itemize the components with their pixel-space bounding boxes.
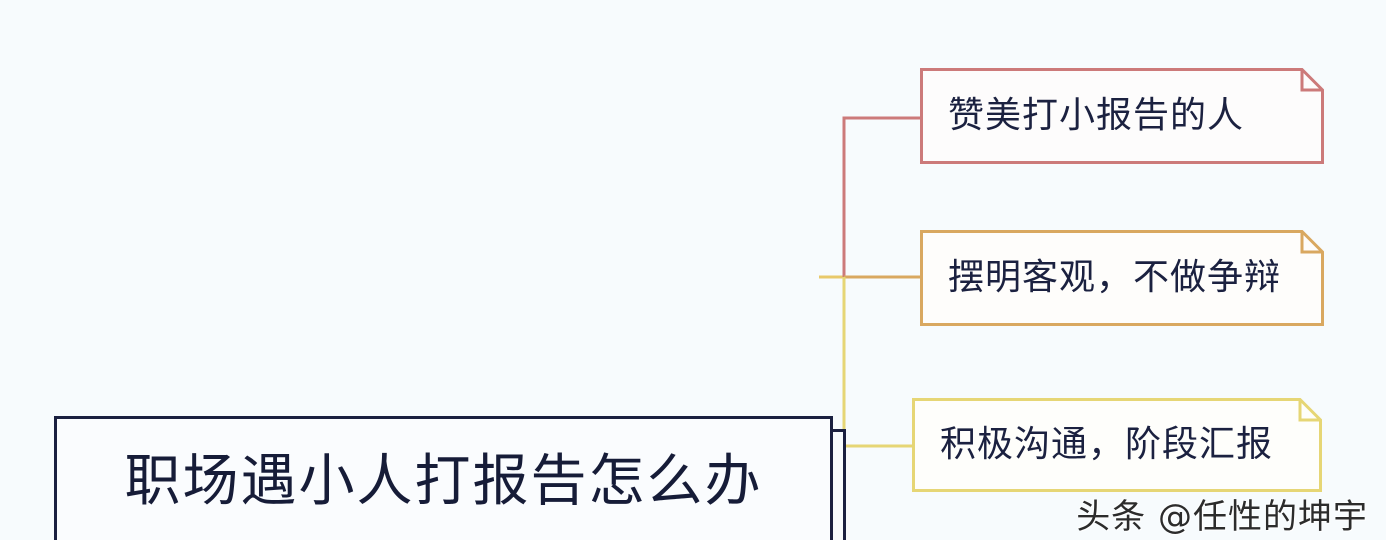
connector-branch-0 [842, 116, 921, 277]
branch-note-2[interactable]: 积极沟通，阶段汇报 [912, 398, 1322, 492]
branch-note-1-shape [920, 230, 1324, 326]
branch-note-0[interactable]: 赞美打小报告的人 [920, 68, 1324, 164]
branch-note-0-label: 赞美打小报告的人 [948, 95, 1245, 136]
root-node-box[interactable]: 职场遇小人打报告怎么办 [54, 416, 833, 540]
branch-note-0-shape [920, 68, 1324, 164]
branch-note-2-shape [912, 398, 1322, 492]
connector-branch-2 [842, 277, 913, 448]
watermark-text: 头条 @任性的坤宇 [1076, 497, 1368, 537]
branch-note-1[interactable]: 摆明客观，不做争辩 [920, 230, 1324, 326]
branch-note-2-label: 积极沟通，阶段汇报 [940, 424, 1274, 465]
root-node[interactable]: 职场遇小人打报告怎么办 [27, 208, 846, 540]
root-title: 职场遇小人打报告怎么办 [124, 449, 763, 514]
branch-note-1-label: 摆明客观，不做争辩 [948, 257, 1282, 298]
